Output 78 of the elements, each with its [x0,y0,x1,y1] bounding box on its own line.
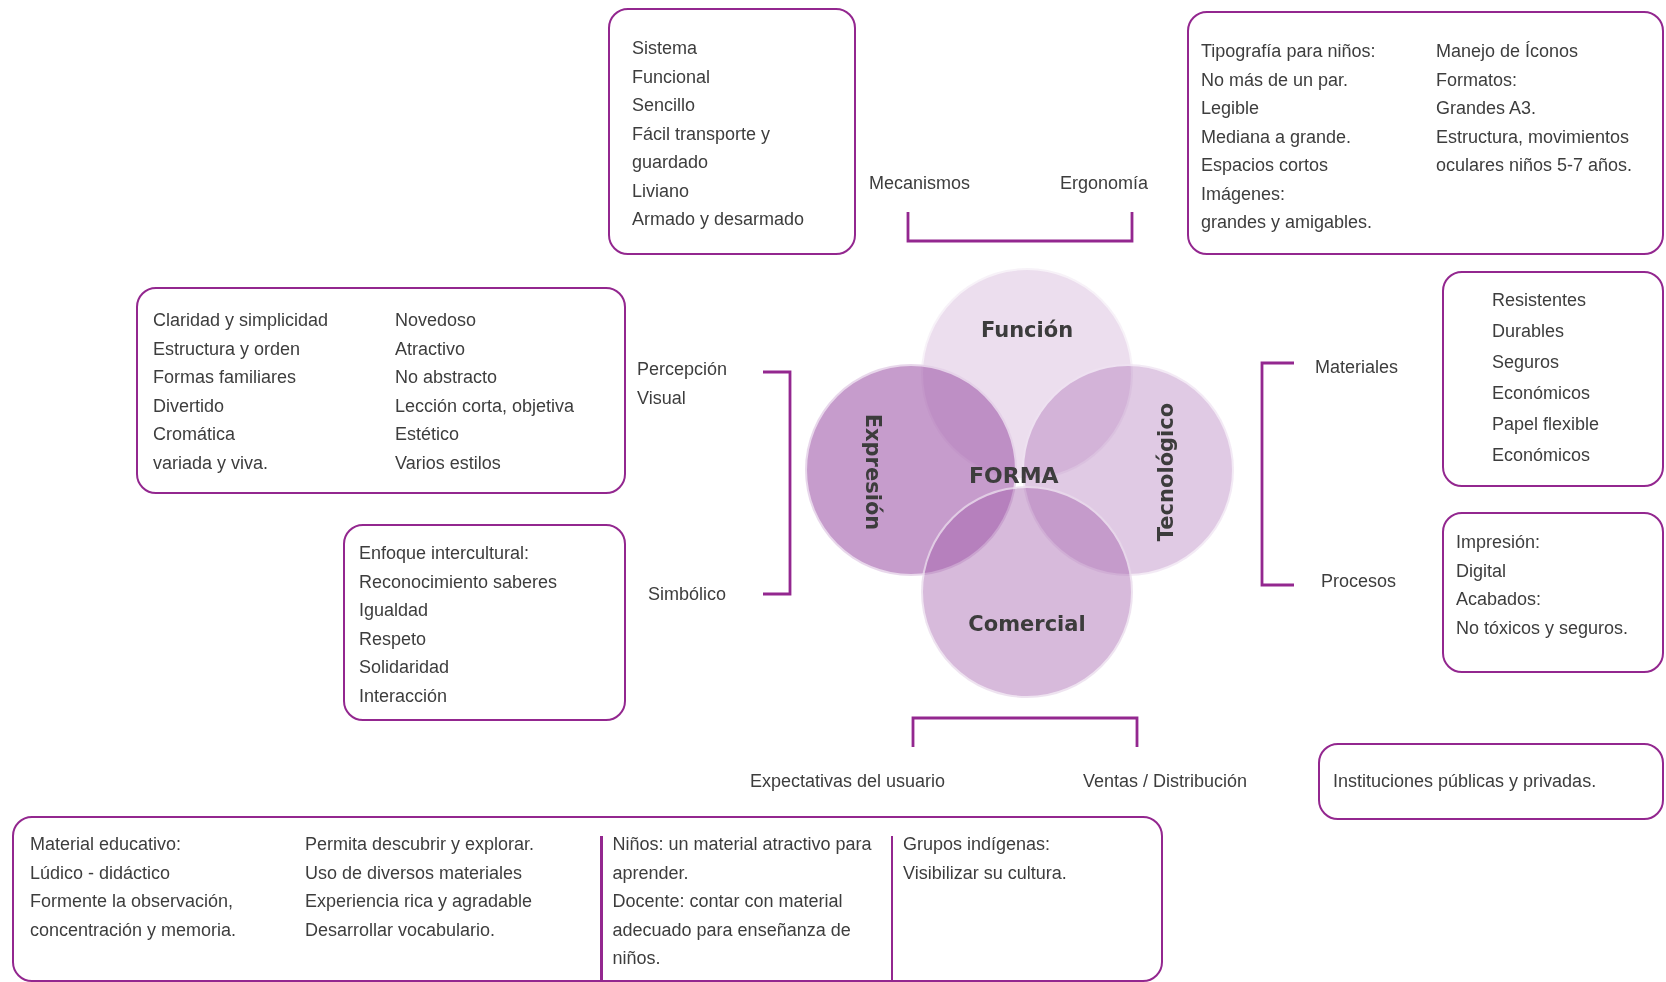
category-label: Percepción Visual [637,358,729,410]
rounded-box [608,8,856,255]
note-text: Varios estilos [395,451,502,475]
category-label: Materiales [1315,356,1399,379]
note-text: Lúdico - didáctico [30,861,172,885]
note-text: Manejo de Íconos [1436,40,1580,63]
rounded-box [1442,271,1664,487]
note-text: Grupos indígenas: [903,833,1052,856]
note-text: Material educativo: [30,833,183,856]
note-text: Visibilizar su cultura. [903,861,1068,885]
rounded-box [12,816,1163,982]
note-text: Sencillo [632,94,697,117]
note-text: Armado y desarmado [632,208,806,231]
note-text: Enfoque intercultural: [359,542,531,565]
note-text: Reconocimiento saberes [359,570,559,594]
note-text: Papel flexible [1492,413,1601,436]
rounded-box [1442,512,1664,673]
note-text: Interacción [359,684,449,708]
note-text: Seguros [1492,351,1561,374]
circle-label: Función [980,318,1074,342]
note-text: No tóxicos y seguros. [1456,616,1630,640]
rounded-box [1187,11,1664,255]
circle-label: Comercial [968,612,1086,636]
note-text: Tipografía para niños: [1201,40,1377,63]
note-text: Espacios cortos [1201,154,1330,177]
note-text: Claridad y simplicidad [153,309,330,332]
note-text: Igualdad [359,599,430,622]
note-text: Funcional [632,65,712,89]
note-text: Respeto [359,627,428,651]
circle-label: Tecnológico [1154,402,1178,542]
category-label: Procesos [1321,570,1397,593]
note-text: Económicos [1492,382,1592,405]
note-text: Niños: un material atractivo para aprender. [612,833,873,885]
note-text: Económicos [1492,444,1592,467]
note-text: No abstracto [395,366,499,389]
rounded-box [343,524,626,721]
note-text: grandes y amigables. [1201,211,1374,234]
category-label: Mecanismos [869,172,971,195]
note-text: Novedoso [395,309,478,332]
note-text: Formente la observación, concentración y memoria. [30,890,238,942]
note-text: Durables [1492,320,1566,343]
note-text: Cromática [153,423,237,446]
note-text: Solidaridad [359,656,451,679]
note-text: No más de un par. [1201,68,1350,92]
note-text: Instituciones públicas y privadas. [1333,770,1598,793]
note-text: Legible [1201,97,1261,120]
rounded-box [136,287,626,494]
note-text: Estructura y orden [153,337,302,361]
note-text: Experiencia rica y agradable [305,890,534,913]
note-text: Impresión: [1456,531,1542,554]
circle-label: Expresión [861,413,885,531]
note-text: Desarrollar vocabulario. [305,918,497,942]
note-text: Acabados: [1456,588,1543,611]
note-text: Formatos: [1436,68,1519,92]
note-text: Uso de diversos materiales [305,861,524,885]
note-text: Liviano [632,179,691,203]
note-text: Lección corta, objetiva [395,394,576,418]
note-text: Mediana a grande. [1201,125,1353,149]
category-label: Ergonomía [1060,172,1149,195]
note-text: Imágenes: [1201,182,1287,206]
note-text: variada y viva. [153,451,270,475]
category-label: Expectativas del usuario [750,770,946,793]
center-label: FORMA [969,462,1059,490]
note-text: Divertido [153,394,226,418]
category-label: Ventas / Distribución [1083,770,1248,793]
note-text: Fácil transporte y guardado [632,122,772,174]
note-text: Grandes A3. [1436,97,1538,120]
note-text: Estético [395,423,461,446]
note-text: Atractivo [395,337,467,361]
note-text: Digital [1456,559,1508,583]
note-text: Permita descubrir y explorar. [305,833,536,856]
category-label: Simbólico [648,583,727,606]
note-text: Resistentes [1492,289,1588,312]
note-text: Docente: contar con material adecuado para enseñanza de niños. [612,890,852,970]
note-text: Sistema [632,37,699,60]
rounded-box [1318,743,1664,820]
note-text: Formas familiares [153,366,298,389]
note-text: Estructura, movimientos oculares niños 5-7 años. [1436,125,1634,177]
